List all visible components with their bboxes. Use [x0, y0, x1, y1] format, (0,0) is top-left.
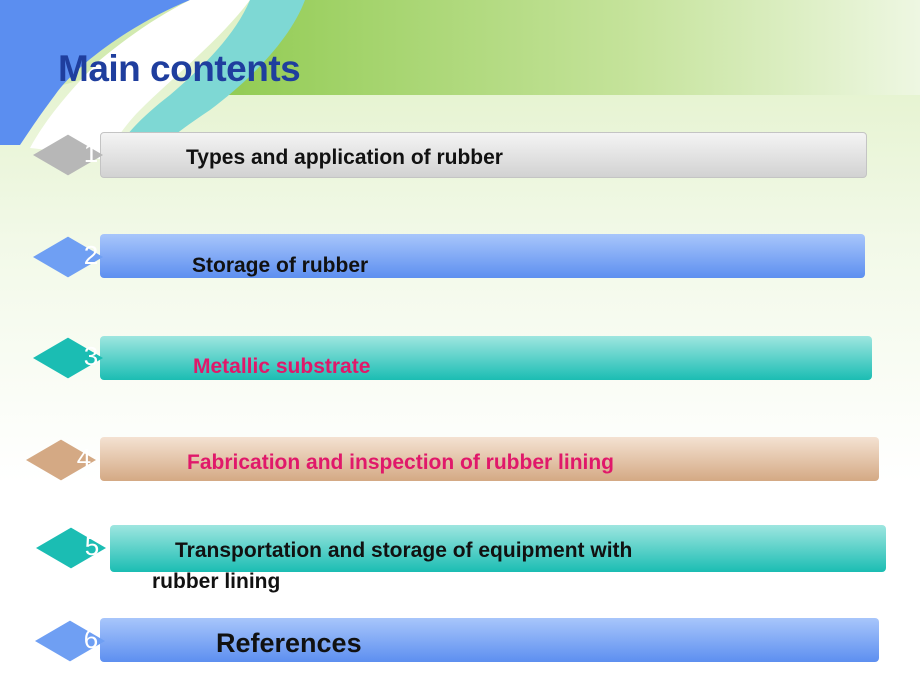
item-number: 6	[83, 624, 99, 654]
item-text: References	[216, 628, 362, 658]
item-bar	[100, 234, 865, 278]
item-bar	[100, 437, 879, 481]
item-bar	[110, 525, 886, 572]
item-number: 5	[84, 531, 100, 561]
number-diamond-icon	[26, 439, 96, 481]
item-text: Transportation and storage of equipment …	[175, 539, 633, 562]
item-number: 4	[76, 443, 92, 473]
number-diamond-icon	[33, 236, 103, 278]
item-number: 2	[83, 240, 99, 270]
item-text: Storage of rubber	[192, 254, 369, 277]
page-title: Main contents	[58, 48, 301, 89]
number-diamond-icon	[33, 134, 103, 176]
item-number: 1	[83, 138, 99, 168]
item-bar	[100, 618, 879, 662]
number-diamond-icon	[35, 620, 105, 662]
item-number: 3	[83, 341, 99, 371]
item-bar	[100, 336, 872, 380]
item-text: Fabrication and inspection of rubber lin…	[187, 451, 615, 474]
item-text: Metallic substrate	[193, 355, 371, 378]
number-diamond-icon	[36, 527, 106, 569]
white-swirl-shape	[30, 0, 250, 160]
item-text: Types and application of rubber	[186, 146, 503, 169]
item-text-line2: rubber lining	[152, 570, 281, 593]
number-diamond-icon	[33, 337, 103, 379]
blue-swirl-shape	[0, 0, 190, 145]
teal-swirl-shape	[110, 0, 305, 160]
